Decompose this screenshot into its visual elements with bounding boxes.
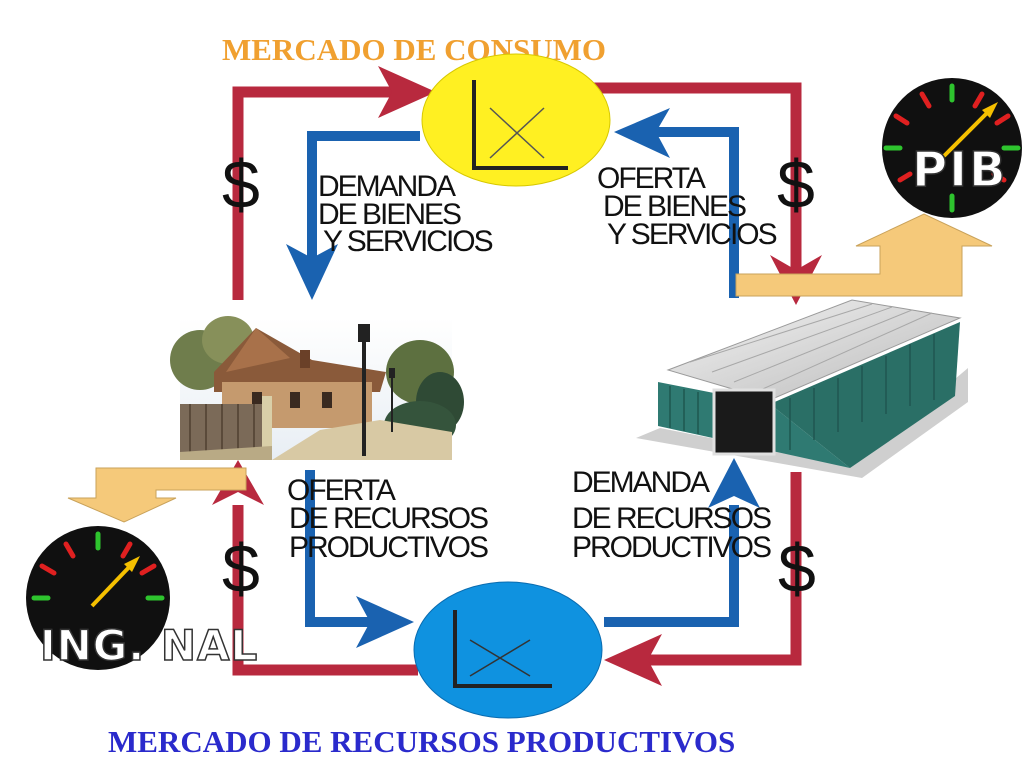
resource-market-title: MERCADO DE RECURSOS PRODUCTIVOS (108, 724, 735, 759)
firm-warehouse-illustration (636, 299, 968, 478)
money-flow-loop (232, 82, 802, 676)
real-flow-loop (305, 127, 739, 627)
dollar-top-left: $ (222, 147, 260, 223)
arrow-left-icon (614, 108, 670, 158)
svg-text:DE RECURSOS: DE RECURSOS (572, 502, 771, 535)
dollar-bottom-left: $ (222, 531, 260, 607)
svg-text:DE RECURSOS: DE RECURSOS (289, 502, 488, 535)
arrow-down-icon (286, 244, 338, 300)
svg-text:PRODUCTIVOS: PRODUCTIVOS (572, 531, 771, 564)
label-oferta-bienes: OFERTA DE BIENES Y SERVICIOS (597, 162, 779, 251)
arrow-left-icon (604, 634, 662, 686)
pib-gauge: PIB (735, 78, 1022, 297)
svg-text:PIB: PIB (912, 142, 1008, 198)
national-income-gauge: ING. NAL (26, 467, 258, 671)
households-illustration (170, 316, 464, 460)
label-demanda-recursos: DEMANDA DE RECURSOS PRODUCTIVOS (572, 466, 773, 564)
arrow-up-icon (735, 213, 993, 297)
resource-market-node (413, 581, 603, 719)
consumer-market-node (421, 53, 611, 187)
label-oferta-recursos: OFERTA DE RECURSOS PRODUCTIVOS (287, 474, 490, 564)
label-demanda-bienes: DEMANDA DE BIENES Y SERVICIOS (318, 170, 495, 258)
svg-text:DE BIENES: DE BIENES (318, 198, 461, 231)
dollar-top-right: $ (777, 147, 815, 223)
svg-text:DE BIENES: DE BIENES (603, 190, 746, 223)
svg-text:OFERTA: OFERTA (287, 474, 396, 507)
arrow-up-icon (708, 458, 760, 508)
arrow-right-icon (378, 66, 436, 118)
real-flow-arrowheads (286, 108, 760, 648)
svg-text:Y SERVICIOS: Y SERVICIOS (323, 225, 493, 258)
money-symbols: $ $ $ $ (222, 147, 816, 607)
arrow-right-icon (356, 596, 414, 648)
svg-text:PRODUCTIVOS: PRODUCTIVOS (289, 531, 488, 564)
svg-text:Y SERVICIOS: Y SERVICIOS (607, 218, 777, 251)
svg-text:OFERTA: OFERTA (597, 162, 706, 195)
dollar-bottom-right: $ (778, 531, 816, 607)
svg-text:ING. NAL: ING. NAL (40, 621, 258, 670)
arrow-down-icon (67, 467, 247, 523)
svg-text:DEMANDA: DEMANDA (572, 466, 710, 499)
svg-text:DEMANDA: DEMANDA (318, 170, 456, 203)
